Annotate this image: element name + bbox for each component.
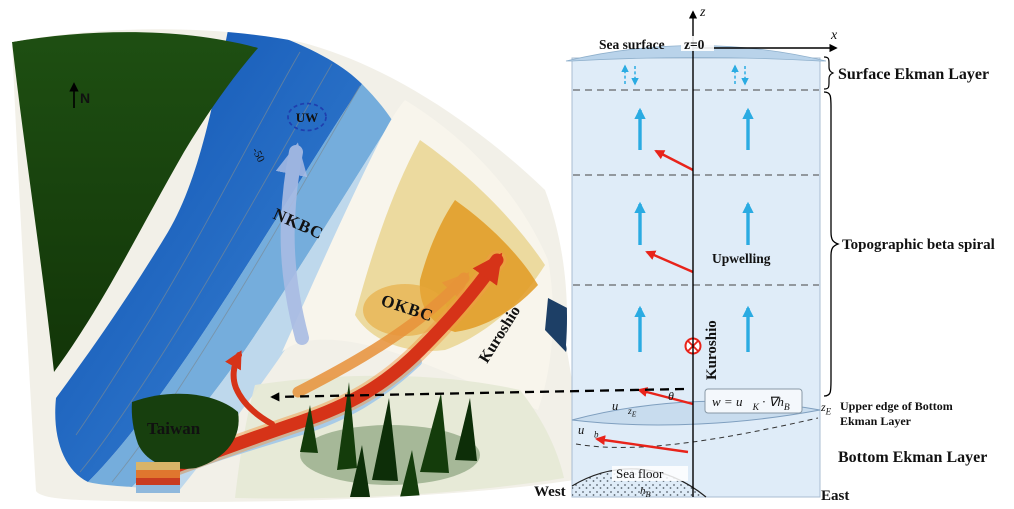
bathymetry-map: N UW -50 NKBC OKBC Kuroshio Taiwan xyxy=(12,29,586,502)
u-ze-label: u⃗zE xyxy=(612,399,637,419)
bottom-ekman-label: Bottom Ekman Layer xyxy=(838,449,987,466)
theta-label: θ xyxy=(668,389,674,403)
kuroshio-branch-arrow xyxy=(225,350,275,427)
bottom-ekman-dashed-curve xyxy=(575,417,819,448)
mainland-china-land xyxy=(12,32,258,373)
z-e-label: zE xyxy=(820,400,832,417)
deep-ocean-band xyxy=(55,29,362,482)
u-b-label: u⃗b xyxy=(578,423,599,440)
map-art xyxy=(12,29,575,499)
nkbc-arrow xyxy=(275,142,309,345)
east-label: East xyxy=(821,488,849,504)
sea-floor-stipple xyxy=(572,468,706,497)
hb-label: hB xyxy=(640,485,651,499)
section-location-arrow xyxy=(270,387,685,402)
sea-floor-label-bg xyxy=(612,466,688,481)
water-column xyxy=(571,57,821,498)
upwelling-label: Upwelling xyxy=(712,251,771,266)
uw-label: UW xyxy=(296,110,318,125)
w-equation: w = u⃗K · ∇hB xyxy=(712,394,790,413)
island-shards xyxy=(300,382,480,498)
surface-ekman-brace xyxy=(823,56,835,90)
taiwan-section-face xyxy=(136,462,180,493)
spiral-velocity-vectors xyxy=(595,149,694,454)
z-axis-label: z xyxy=(699,5,706,20)
vertical-section-schematic: Sea floor hB xyxy=(534,5,995,504)
shallow-ocean-band xyxy=(132,120,413,492)
mid-ocean-band xyxy=(88,84,392,487)
upwelling-arrows xyxy=(634,107,754,352)
surface-ekman-arrows xyxy=(621,64,749,86)
x-axis-label: x xyxy=(830,28,838,43)
surface-ekman-label: Surface Ekman Layer xyxy=(838,66,989,83)
schematic-kuroshio-label: Kuroshio xyxy=(704,320,720,380)
okbc-arrow xyxy=(292,272,470,398)
north-label: N xyxy=(80,90,90,106)
west-label: West xyxy=(534,484,566,500)
upper-edge-label-line2: Ekman Layer xyxy=(840,414,912,428)
orange-slope-patch xyxy=(363,284,447,336)
uw-circle xyxy=(287,102,327,132)
w-equation-box xyxy=(704,388,803,414)
z0-label-bg xyxy=(681,36,714,51)
taiwan-island xyxy=(131,393,239,469)
beta-spiral-label: Topographic beta spiral xyxy=(842,237,995,253)
upper-edge-label-line1: Upper edge of Bottom xyxy=(840,399,953,413)
z0-label: z=0 xyxy=(684,37,705,52)
taiwan-label: Taiwan xyxy=(147,419,201,438)
sea-surface-label: Sea surface xyxy=(599,37,665,52)
layer-separators xyxy=(573,89,819,286)
sea-floor-label: Sea floor xyxy=(616,466,664,481)
sea-surface-lens xyxy=(565,45,827,62)
beta-spiral-brace xyxy=(823,91,840,397)
